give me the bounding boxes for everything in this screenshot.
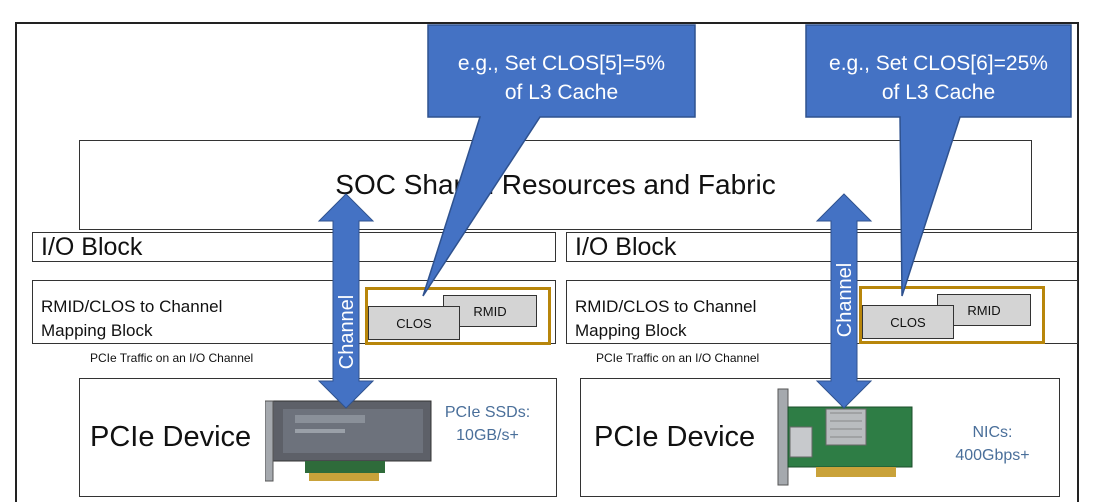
left-callout-text: e.g., Set CLOS[5]=5% of L3 Cache (428, 49, 695, 107)
right-device-note: NICs: 400Gbps+ (945, 421, 1040, 467)
right-note-line-2: 400Gbps+ (955, 447, 1030, 464)
right-callout-shape (805, 24, 1072, 297)
right-callout-line-2: of L3 Cache (881, 81, 996, 104)
soc-shared-resources-box: SOC Shared Resources and Fabric (79, 140, 1032, 230)
left-pcie-device-box: PCIe Device PCIe SSDs: 10GB/s+ (79, 378, 557, 497)
right-mapping-block: RMID/CLOS to Channel Mapping Block RMID … (566, 280, 1078, 344)
left-callout-line-2: of L3 Cache (504, 81, 619, 104)
left-note-line-2: 10GB/s+ (456, 427, 519, 444)
cropped-title-strip (0, 0, 1094, 20)
right-channel-label: Channel (834, 263, 856, 338)
right-channel-arrow (815, 193, 873, 409)
right-traffic-label: PCIe Traffic on an I/O Channel (596, 351, 760, 365)
left-clos-chip: CLOS (368, 306, 460, 340)
diagram-frame (15, 22, 1079, 502)
left-io-block-label: I/O Block (41, 232, 143, 261)
right-clos-label: CLOS (890, 314, 926, 330)
left-channel-label: Channel (336, 295, 358, 370)
left-traffic-label: PCIe Traffic on an I/O Channel (90, 351, 254, 365)
ssd-card-image (265, 400, 432, 482)
left-callout-line-1: e.g., Set CLOS[5]=5% (457, 52, 666, 75)
left-rmid-label: RMID (473, 303, 507, 319)
left-device-note: PCIe SSDs: 10GB/s+ (440, 401, 535, 447)
right-callout-line-1: e.g., Set CLOS[6]=25% (829, 52, 1048, 75)
left-io-block-title: I/O Block (32, 232, 556, 262)
left-note-line-1: PCIe SSDs: (444, 404, 531, 421)
left-mapping-line-1: RMID/CLOS to Channel (41, 297, 223, 316)
left-channel-arrow (317, 193, 375, 409)
right-mapping-line-2: Mapping Block (575, 321, 687, 340)
nic-card-image (777, 388, 913, 486)
left-clos-rmid-container: RMID CLOS (365, 287, 551, 345)
left-mapping-label: RMID/CLOS to Channel Mapping Block (41, 295, 241, 343)
soc-label: SOC Shared Resources and Fabric (335, 169, 776, 200)
left-mapping-line-2: Mapping Block (41, 321, 153, 340)
right-mapping-label: RMID/CLOS to Channel Mapping Block (575, 295, 775, 343)
right-note-line-1: NICs: (972, 424, 1013, 441)
left-mapping-block: RMID/CLOS to Channel Mapping Block RMID … (32, 280, 556, 345)
right-rmid-label: RMID (967, 302, 1001, 318)
right-mapping-line-1: RMID/CLOS to Channel (575, 297, 757, 316)
left-clos-label: CLOS (396, 315, 432, 331)
right-callout-text: e.g., Set CLOS[6]=25% of L3 Cache (806, 49, 1071, 107)
right-io-block-label: I/O Block (575, 232, 677, 261)
right-pcie-device-box: PCIe Device NICs: 400Gbps+ (580, 378, 1060, 497)
right-io-block-title: I/O Block (566, 232, 1078, 262)
left-callout-shape (422, 24, 696, 297)
right-clos-rmid-container: RMID CLOS (859, 286, 1045, 344)
right-clos-chip: CLOS (862, 305, 954, 339)
right-device-label: PCIe Device (594, 421, 756, 453)
left-device-label: PCIe Device (90, 421, 252, 453)
